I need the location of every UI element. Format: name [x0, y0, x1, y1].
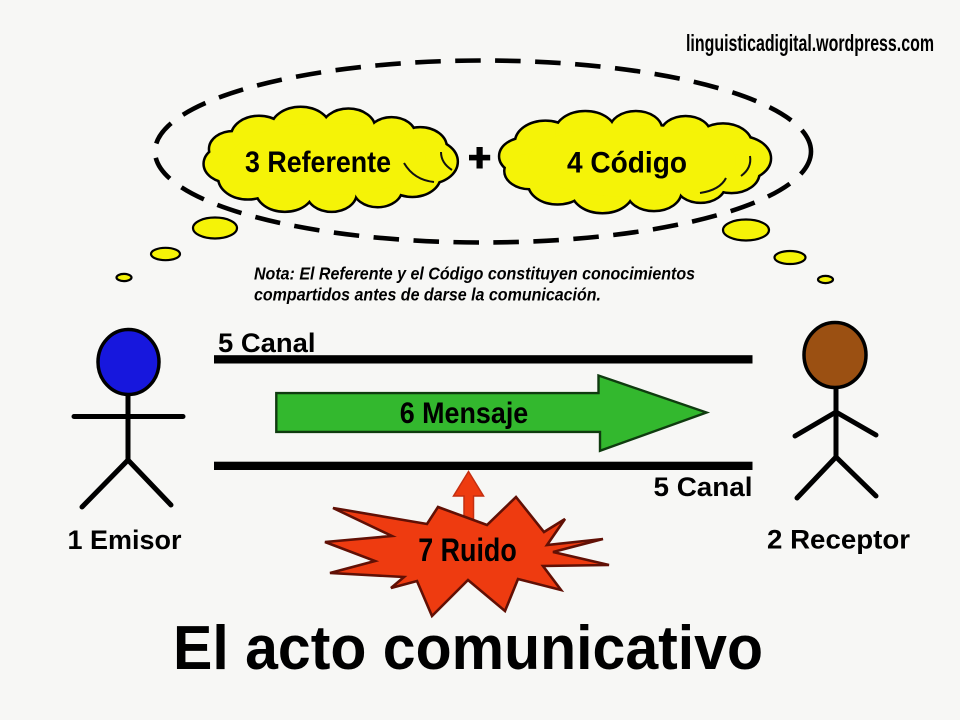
svg-text:5 Canal: 5 Canal [654, 472, 753, 502]
svg-text:2 Receptor: 2 Receptor [767, 525, 910, 555]
svg-text:6 Mensaje: 6 Mensaje [400, 397, 529, 430]
svg-text:4 Código: 4 Código [567, 147, 687, 180]
svg-text:El acto comunicativo: El acto comunicativo [173, 614, 763, 683]
svg-text:1 Emisor: 1 Emisor [68, 525, 182, 555]
svg-text:3 Referente: 3 Referente [245, 146, 391, 179]
svg-text:7 Ruido: 7 Ruido [418, 532, 517, 568]
svg-text:compartidos antes de darse la: compartidos antes de darse la comunicaci… [254, 284, 601, 304]
svg-text:linguisticadigital.wordpress.c: linguisticadigital.wordpress.com [686, 30, 934, 56]
svg-text:5 Canal: 5 Canal [218, 328, 316, 358]
svg-text:Nota: El Referente y el Código: Nota: El Referente y el Código constituy… [254, 264, 695, 284]
